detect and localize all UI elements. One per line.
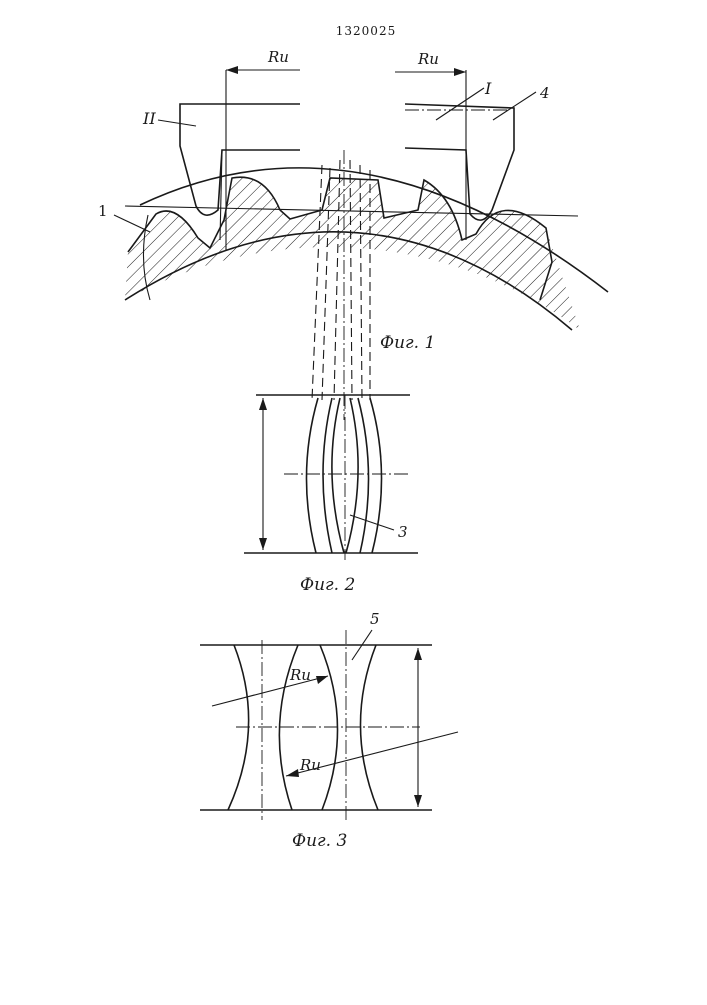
ru-right-label: Ru — [417, 50, 439, 68]
ru-left-label: Ru — [267, 48, 289, 66]
ru-left-arrowhead — [226, 66, 238, 74]
fig3-dim-arrow-bottom — [414, 795, 422, 807]
roman-one-label: I — [484, 79, 492, 98]
part-5-label: 5 — [370, 610, 380, 628]
ru-upper-label: Ru — [289, 666, 311, 684]
patent-number: 1320025 — [336, 24, 396, 38]
part-4-label: 4 — [539, 84, 550, 102]
leader-part-1 — [114, 215, 150, 232]
leader-roman-two — [158, 120, 196, 126]
roman-two-label: II — [142, 109, 156, 128]
ru-lower-arrowhead — [286, 769, 299, 777]
fig2-blank-right-inner — [358, 398, 369, 553]
fig2-blank-left-outer — [306, 398, 318, 553]
leader-roman-one — [436, 88, 484, 120]
figure-1-caption: Фиг. 1 — [380, 333, 435, 353]
figure-1: Ru Ru I II 1 4 Фиг. 1 — [98, 48, 620, 420]
fig2-dim-arrow-bottom — [259, 538, 267, 550]
fig2-core-profile — [332, 398, 344, 553]
fig3-profile-right — [360, 645, 378, 810]
leader-part-3 — [350, 515, 394, 530]
fig2-dim-arrow-top — [259, 398, 267, 410]
figure-2-caption: Фиг. 2 — [300, 575, 355, 595]
part-3-label: 3 — [398, 523, 408, 541]
figure-3-caption: Фиг. 3 — [292, 831, 347, 851]
fig2-blank-left-inner — [323, 398, 332, 553]
fig3-dim-arrow-top — [414, 648, 422, 660]
fig2-core-profile-2 — [346, 398, 358, 553]
fig3-profile-mid-right — [320, 645, 338, 810]
fig3-profile-left — [228, 645, 249, 810]
ru-upper-arrowhead — [316, 676, 328, 684]
figure-2: 3 Фиг. 2 — [244, 395, 418, 595]
part-1-label: 1 — [98, 202, 108, 220]
fig2-blank-right-outer — [370, 398, 382, 553]
figure-3: 5 Ru Ru Фиг. 3 — [200, 610, 458, 851]
ru-lower-label: Ru — [299, 756, 321, 774]
ru-right-arrowhead — [454, 68, 466, 76]
